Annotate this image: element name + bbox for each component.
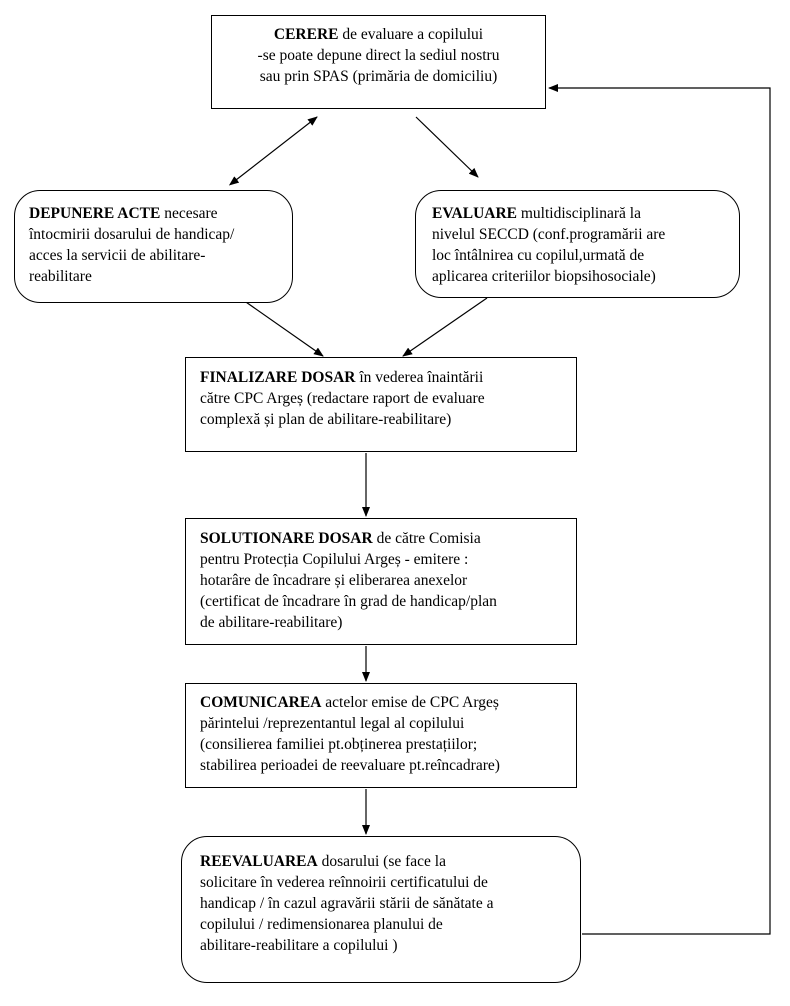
box-evaluare-line: nivelul SECCD (conf.programării are <box>432 226 666 243</box>
box-comunicare-line: părintelui /reprezentantul legal al copi… <box>200 715 465 732</box>
box-reevaluare-line: abilitare-reabilitare a copilului ) <box>200 937 398 954</box>
box-finalizare-line: complexă și plan de abilitare-reabilitar… <box>200 411 452 428</box>
box-depunere-line: necesare <box>160 205 218 222</box>
box-solutionare-line: de abilitare-reabilitare) <box>200 614 343 631</box>
arrow-cerere-depunere <box>228 116 318 186</box>
arrow-reevaluare-cerere-loop <box>548 84 771 935</box>
box-evaluare-line: multidisciplinară la <box>517 205 641 222</box>
box-evaluare-line: aplicarea criteriilor biopsihosociale) <box>432 268 656 285</box>
box-depunere-acte: DEPUNERE ACTE necesare întocmirii dosaru… <box>14 190 293 303</box>
box-reevaluare-title: REEVALUAREA <box>200 853 318 870</box>
box-reevaluare-line: solicitare în vederea reînnoirii certifi… <box>200 874 488 891</box>
box-comunicare-line: actelor emise de CPC Argeș <box>321 694 499 711</box>
arrow-evaluare-finalizare <box>402 297 488 357</box>
box-finalizare-title: FINALIZARE DOSAR <box>200 369 356 386</box>
box-comunicare-line: stabilirea perioadei de reevaluare pt.re… <box>200 757 500 774</box>
box-reevaluare-line: dosarului (se face la <box>317 853 446 870</box>
box-reevaluare-line: handicap / în cazul agravării stării de … <box>200 895 494 912</box>
box-comunicarea: COMUNICAREA actelor emise de CPC Argeș p… <box>185 683 577 788</box>
box-solutionare-line: (certificat de încadrare în grad de hand… <box>200 593 497 610</box>
box-solutionare-dosar: SOLUTIONARE DOSAR de către Comisia pentr… <box>185 518 577 645</box>
box-depunere-line: întocmirii dosarului de handicap/ <box>29 226 235 243</box>
box-solutionare-line: de către Comisia <box>372 530 481 547</box>
box-depunere-line: reabilitare <box>29 268 92 285</box>
box-cerere-line: -se poate depune direct la sediul nostru <box>257 47 500 64</box>
box-depunere-title: DEPUNERE ACTE <box>29 205 161 222</box>
box-evaluare-title: EVALUARE <box>432 205 517 222</box>
box-cerere-title: CERERE <box>273 26 339 43</box>
box-comunicare-line: (consilierea familiei pt.obținerea prest… <box>200 736 478 753</box>
box-cerere: CERERE de evaluare a copilului -se poate… <box>211 15 546 109</box>
box-depunere-line: acces la servicii de abilitare- <box>29 247 206 264</box>
box-solutionare-line: pentru Protecția Copilului Argeș - emite… <box>200 551 469 568</box>
box-finalizare-line: în vederea înaintării <box>355 369 484 386</box>
box-comunicare-title: COMUNICAREA <box>200 694 322 711</box>
box-solutionare-title: SOLUTIONARE DOSAR <box>200 530 373 547</box>
box-finalizare-line: către CPC Argeș (redactare raport de eva… <box>200 390 485 407</box>
box-reevaluare-line: copilului / redimensionarea planului de <box>200 916 443 933</box>
box-evaluare-line: loc întâlnirea cu copilul,urmată de <box>432 247 645 264</box>
box-cerere-line: sau prin SPAS (primăria de domiciliu) <box>259 68 498 85</box>
arrow-cerere-evaluare <box>415 116 479 178</box>
box-cerere-line: de evaluare a copilului <box>338 26 484 43</box>
box-solutionare-line: hotarâre de încadrare și eliberarea anex… <box>200 572 468 589</box>
box-reevaluarea: REEVALUAREA dosarului (se face la solici… <box>181 836 581 983</box>
box-evaluare: EVALUARE multidisciplinară la nivelul SE… <box>415 190 740 298</box>
box-finalizare-dosar: FINALIZARE DOSAR în vederea înaintării c… <box>185 357 577 452</box>
